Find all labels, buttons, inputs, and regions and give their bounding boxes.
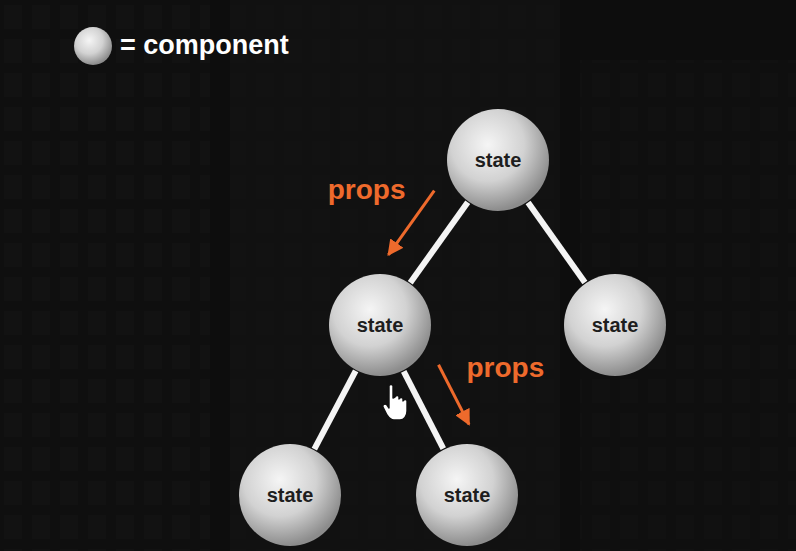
component-circle: state [563,273,667,377]
state-label: state [357,314,404,336]
component-circle: state [328,273,432,377]
component-circle: state [446,108,550,212]
legend-text: = component [120,31,289,61]
component-circle: state [415,443,519,547]
state-label: state [444,484,491,506]
tree-link [314,371,355,449]
component-circle: state [238,443,342,547]
legend-sample [72,25,114,67]
state-label: state [267,484,314,506]
tree-link [528,202,585,282]
props-label: props [467,353,545,384]
state-label: state [475,149,522,171]
props-label: props [328,175,406,206]
tree-link [404,371,444,448]
props-arrow [439,365,470,425]
state-label: state [592,314,639,336]
legend-item: = component [72,25,289,67]
legend: = component [72,25,289,67]
